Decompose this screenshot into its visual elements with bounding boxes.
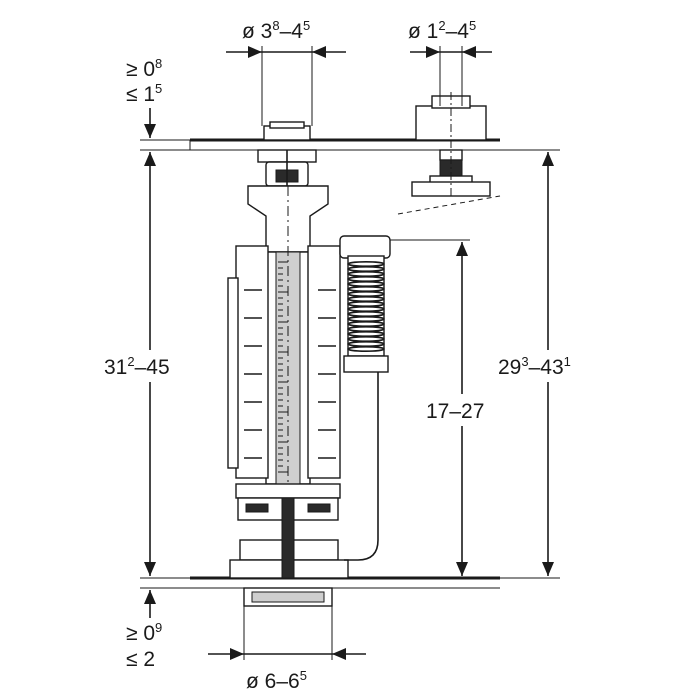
valve-body (227, 245, 341, 479)
flush-button (257, 121, 317, 187)
label-top-clearance-min: ≥ 08 (126, 56, 162, 81)
extension-lines (140, 139, 560, 589)
flush-column (247, 185, 329, 560)
label-bottom-diameter: ø 6–65 (246, 668, 307, 693)
label-bg-left (96, 350, 202, 382)
label-bg-float (420, 394, 506, 426)
label-bg-right (492, 350, 606, 382)
label-bottom-clearance-max: ≤ 2 (126, 648, 155, 671)
tank-floor (190, 576, 500, 589)
bellows-ring (347, 345, 385, 352)
float-bellows (347, 260, 385, 352)
remote-actuator (397, 92, 501, 215)
label-float-height: 17–27 (426, 400, 484, 423)
label-overall-height-left: 312–45 (104, 354, 170, 379)
dim-arrows (144, 46, 554, 660)
label-bottom-clearance-min: ≥ 09 (126, 620, 162, 645)
label-top-left-diameter: ø 38–45 (242, 18, 310, 43)
top-deck-plate (189, 138, 500, 151)
scale-marks (244, 261, 336, 473)
valve-seat (229, 483, 349, 607)
label-overall-height-right: 293–431 (498, 354, 571, 379)
label-top-clearance-max: ≤ 15 (126, 81, 162, 106)
label-top-right-diameter: ø 12–45 (408, 18, 476, 43)
